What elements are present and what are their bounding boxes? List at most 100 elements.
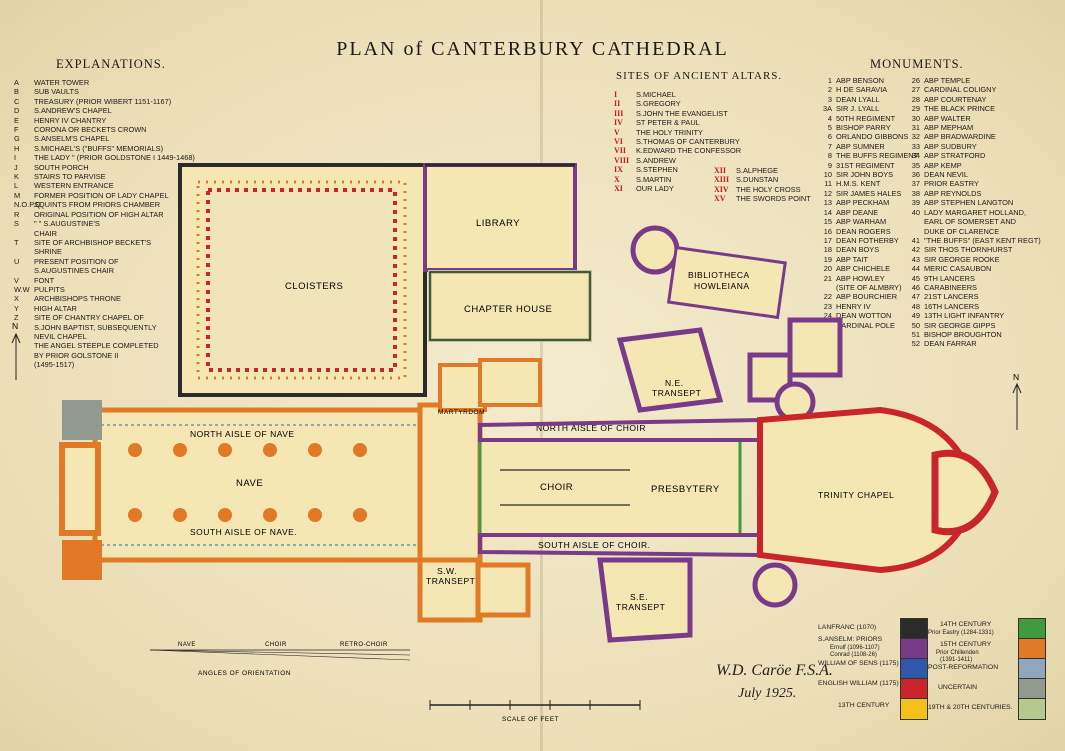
explanation-item-text: FORMER POSITION OF LADY CHAPEL [34,190,169,200]
label-se-transept-2: TRANSEPT [616,602,665,612]
monument-item-key: 11 [824,179,832,189]
monument-item-text: DEAN NEVIL [924,170,968,180]
label-choir: CHOIR [540,482,573,493]
monument-item-text: DEAN FOTHERBY [836,235,899,245]
monument-item: EARL OF SOMERSET AND [906,217,1041,226]
orientation-diagram: NAVE CHOIR RETRO-CHOIR ANGLES OF ORIENTA… [149,642,411,677]
monument-item-key: 14 [823,207,832,217]
monument-item-key: 41 [911,235,920,245]
monument-item-key: 39 [911,198,920,208]
explanation-item: (1495-1517) [14,360,254,369]
nave-piers [128,443,367,522]
explanation-item-text: ORIGINAL POSITION OF HIGH ALTAR [34,209,164,219]
monument-item-key: 33 [911,141,920,151]
altar-item-text: ST PETER & PAUL [636,118,700,128]
monument-item-text: LADY MARGARET HOLLAND, [924,207,1026,217]
architect-signature: W.D. Caröe F.S.A. [716,662,833,679]
monument-item-key: 52 [911,339,920,349]
swatch-13th-century [900,698,928,720]
label-south-aisle-choir: SOUTH AISLE OF CHOIR. [538,540,651,550]
monument-item-key: 3a [822,104,832,114]
altar-item-key: III [614,108,624,118]
monument-item-text: MERIC CASAUBON [924,264,992,274]
corona [931,449,999,536]
explanation-item: SHRINE [14,247,254,256]
monument-item-key: 5 [827,123,832,133]
monument-item-key: 49 [911,311,920,321]
monument-item-text: ABP PECKHAM [836,198,890,208]
svg-text:CHOIR: CHOIR [265,642,287,648]
label-south-aisle-nave: SOUTH AISLE OF NAVE. [190,527,297,537]
monument-item-text: BISHOP PARRY [836,123,891,133]
label-se-transept-1: S.E. [630,592,648,602]
monument-item-key: 6 [827,132,832,142]
monument-item-text: 13TH LIGHT INFANTRY [924,311,1005,321]
label-ne-transept-1: N.E. [665,378,684,388]
monument-item-key: 13 [823,198,832,208]
monument-item-text: DEAN BOYS [836,245,880,255]
explanation-item-text: S.MICHAEL'S ("BUFFS" MEMORIALS) [34,143,164,153]
monument-item-text: SIR GEORGE GIPPS [924,320,996,330]
monument-item-key: 50 [911,320,920,330]
swatch-14th-century [1018,618,1046,640]
swatch-english-william [900,678,928,700]
cloister-inner-arcade [206,188,397,372]
explanation-item-text: S.AUGUSTINES CHAIR [34,266,115,276]
explanation-item-text: THE ANGEL STEEPLE COMPLETED [34,341,159,351]
altar-item-text: OUR LADY [636,184,674,194]
altar-item-key: XI [614,184,623,194]
monument-item: (SITE OF ALMBRY) [818,283,918,292]
monument-item-key: 28 [911,94,920,104]
altar-item-text: S.DUNSTAN [736,175,779,185]
altar-item-key: VI [614,137,623,147]
sw-transept [417,557,483,623]
monuments-heading: MONUMENTS. [870,57,964,71]
monument-item-key: 37 [911,179,920,189]
label-nave: NAVE [236,478,263,489]
explanation-item-text: SITE OF ARCHBISHOP BECKET'S [34,237,152,247]
altar-item-text: S.JOHN THE EVANGELIST [636,108,728,118]
label-cloisters: CLOISTERS [285,281,343,292]
crossing [417,402,483,568]
swatch-william-sens [900,658,928,680]
explanation-item-key: N.O.P.Q. [14,200,44,210]
monument-item-text: THE BLACK PRINCE [924,104,996,114]
monument-item-key: 43 [911,254,920,264]
monument-item-text: CARDINAL POLE [836,320,895,330]
north-arrow-left: N [11,321,21,380]
monument-item-text: ABP SUMNER [836,141,885,151]
monument-item-key: 7 [827,141,832,151]
monument-item-key: 42 [911,245,920,255]
explanation-item-text: WESTERN ENTRANCE [34,181,114,191]
explanation-item-text: THE LADY " (PRIOR GOLDSTONE I 1449-1468) [34,153,195,163]
monument-item: 5 BISHOP PARRY [818,123,918,132]
